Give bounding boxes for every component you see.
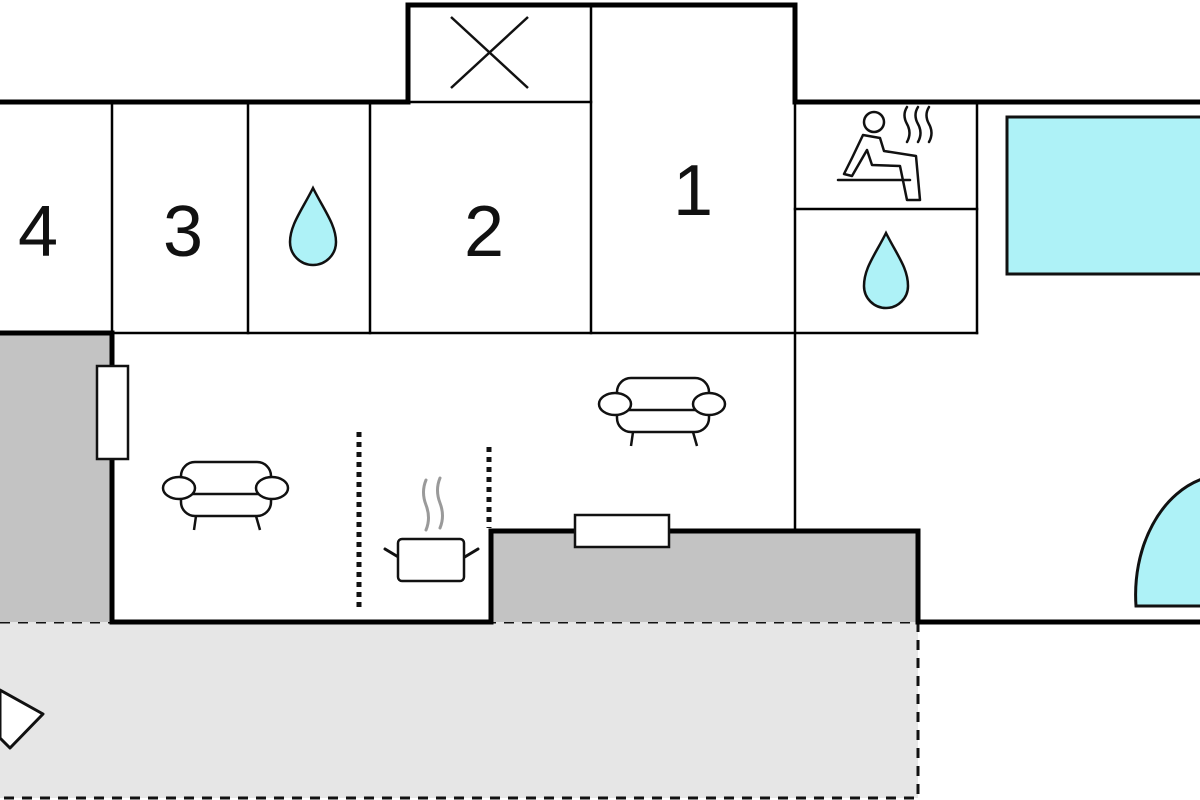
shaded-area-left: [0, 333, 112, 622]
window-middle: [573, 513, 671, 549]
pool: [1005, 115, 1200, 276]
water-drop-icon: [288, 185, 338, 267]
sauna-icon: [836, 105, 933, 202]
cross-icon: [450, 16, 529, 89]
room-number-4: 4: [18, 192, 58, 272]
room-number-3: 3: [163, 192, 203, 272]
cooking-pot-icon: [383, 476, 480, 583]
hot-tub: [1134, 478, 1200, 608]
shaded-area-middle: [491, 531, 918, 622]
terrace: [0, 622, 918, 798]
window-left: [95, 364, 130, 461]
water-drop-icon: [862, 230, 910, 310]
entrance-arrow-icon: [0, 688, 45, 750]
interior-walls: [110, 3, 979, 533]
armchair-icon: [161, 460, 290, 531]
room-number-1: 1: [673, 151, 713, 231]
room-number-2: 2: [464, 192, 504, 272]
armchair-icon: [597, 376, 727, 447]
